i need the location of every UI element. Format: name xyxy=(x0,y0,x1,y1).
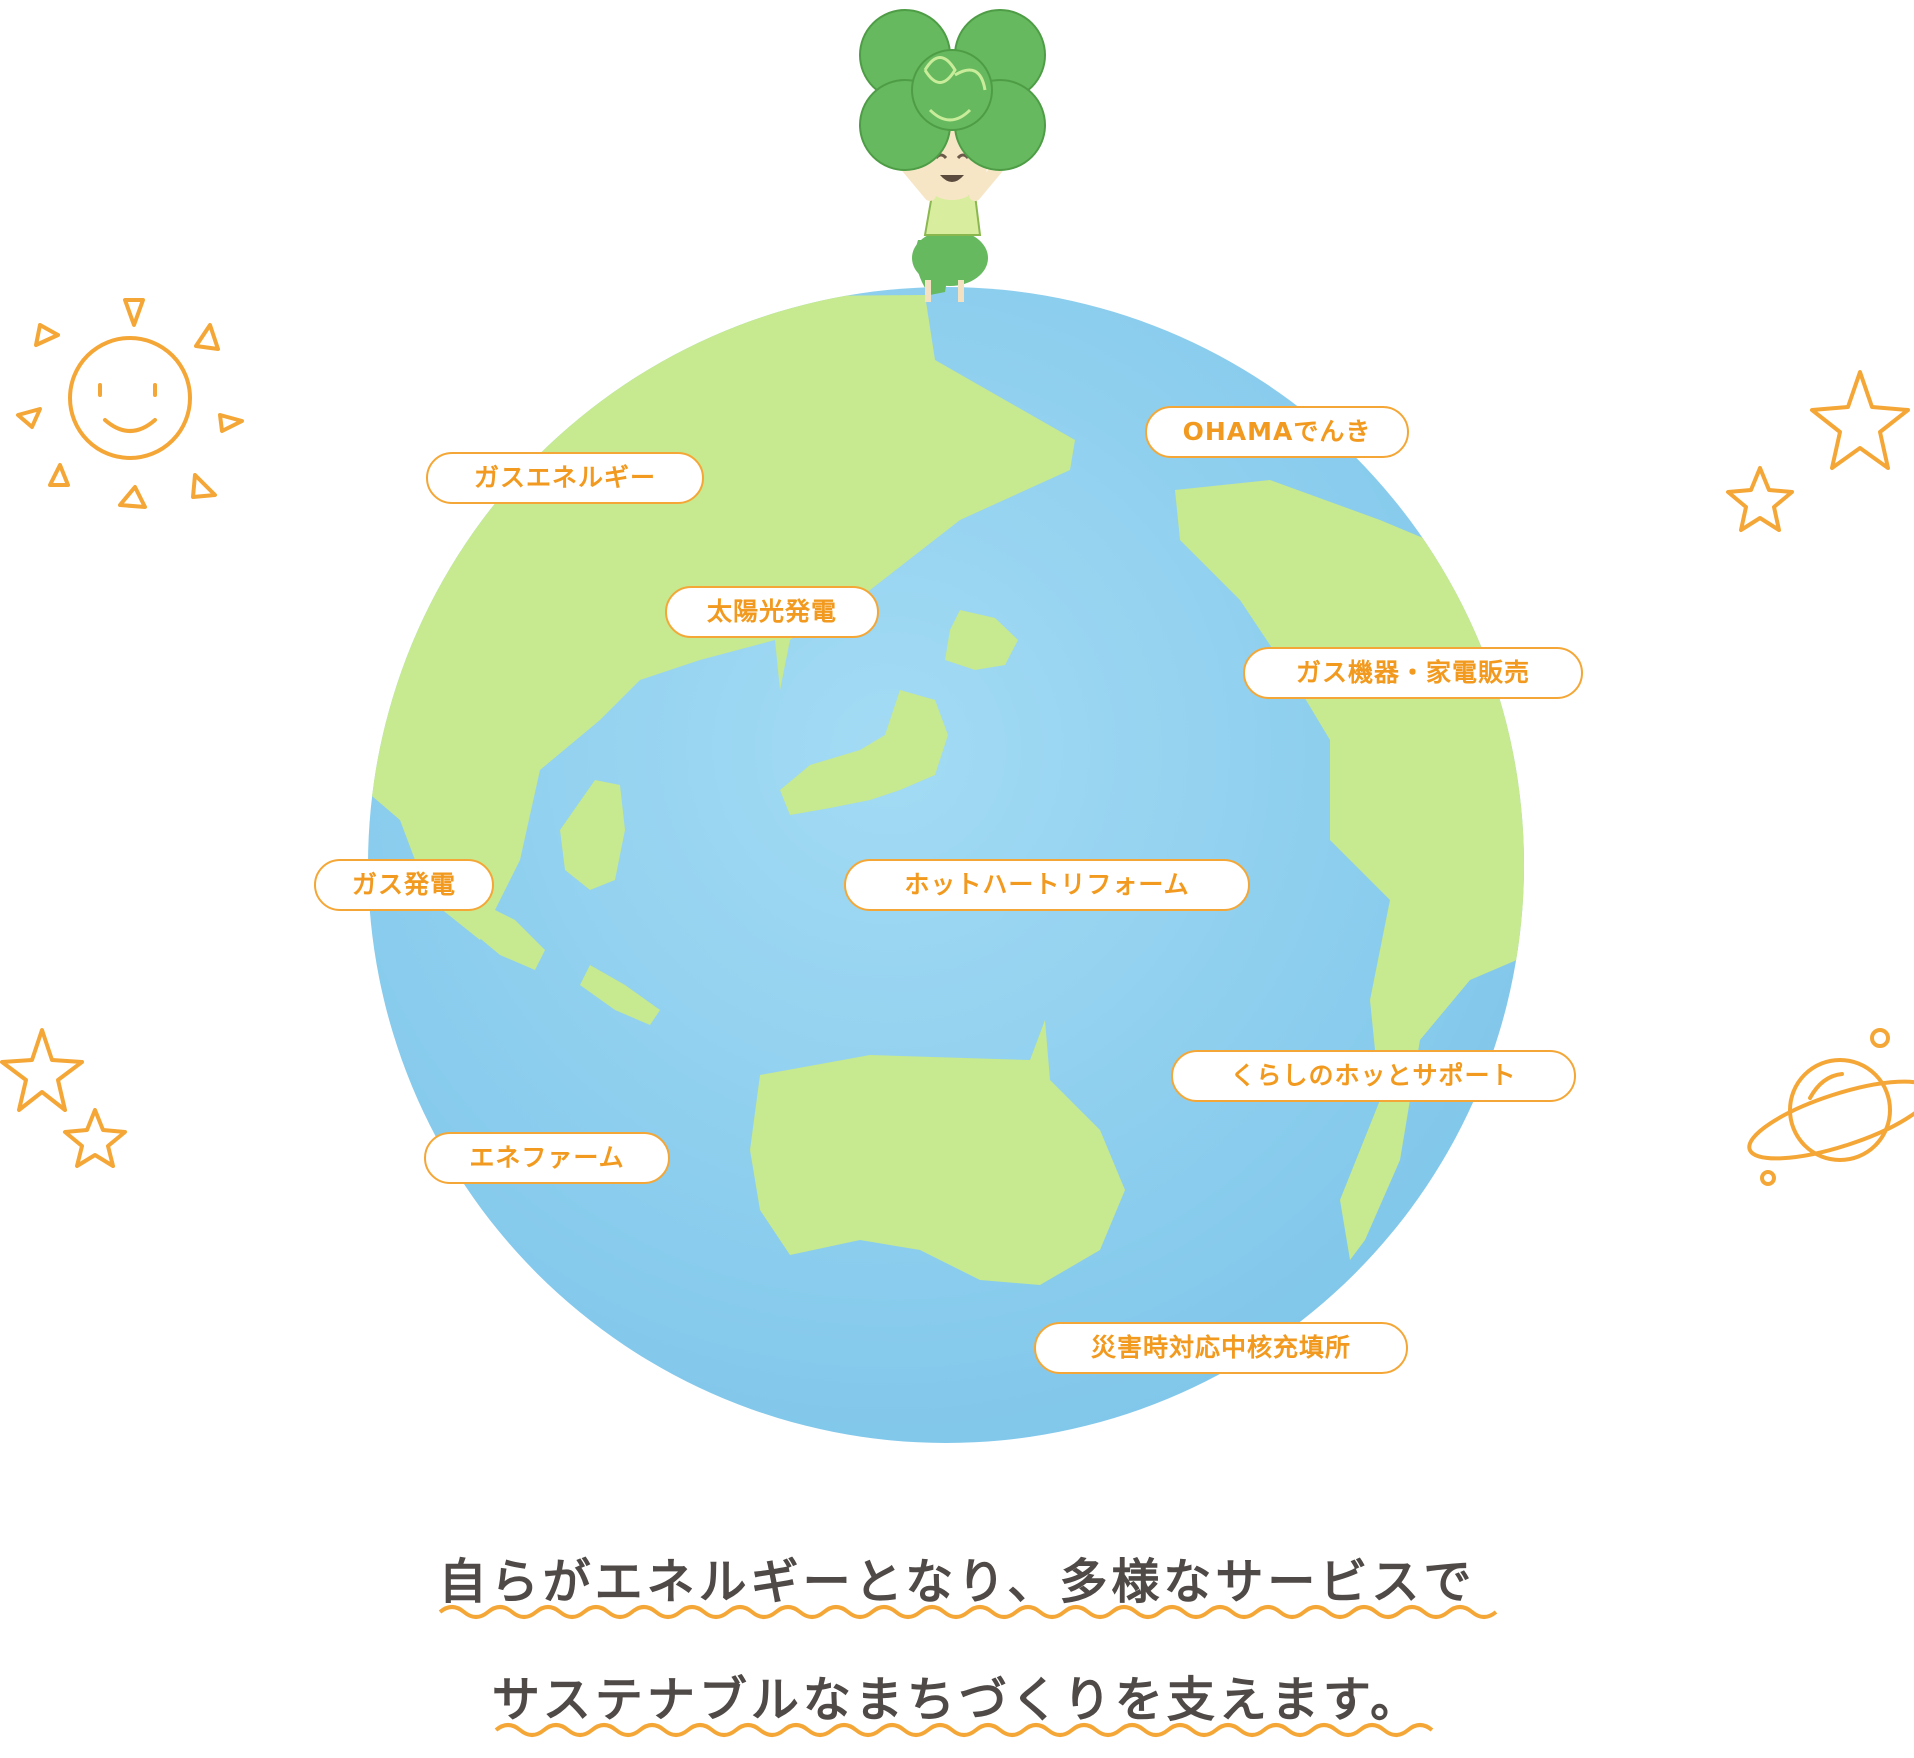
service-ohama-denki[interactable]: OHAMAでんき xyxy=(1145,406,1409,458)
land-island-1 xyxy=(560,780,625,890)
tagline-line-1: 自らがエネルギーとなり、多様なサービスで xyxy=(438,1554,1476,1610)
land-australia xyxy=(750,1020,1125,1285)
star-icon xyxy=(0,1028,127,1168)
service-solar[interactable]: 太陽光発電 xyxy=(665,586,879,638)
land-island-2 xyxy=(470,900,545,970)
service-reform[interactable]: ホットハートリフォーム xyxy=(844,859,1250,911)
tagline-underline xyxy=(438,1605,1498,1737)
service-gas-power[interactable]: ガス発電 xyxy=(314,859,494,911)
service-kurashi-support[interactable]: くらしのホッとサポート xyxy=(1171,1050,1576,1102)
star-icon xyxy=(1726,370,1910,532)
sun-icon xyxy=(16,298,244,509)
clover-character xyxy=(859,9,1046,302)
land-island-3 xyxy=(580,965,660,1025)
service-enefarm[interactable]: エネファーム xyxy=(424,1132,670,1184)
land-hokkaido xyxy=(945,610,1018,670)
land-japan xyxy=(780,690,948,815)
planet-icon xyxy=(1747,1028,1914,1186)
service-gas-energy[interactable]: ガスエネルギー xyxy=(426,452,704,504)
service-appliances[interactable]: ガス機器・家電販売 xyxy=(1243,647,1583,699)
service-disaster-station[interactable]: 災害時対応中核充填所 xyxy=(1034,1322,1408,1374)
tagline-line-2: サステナブルなまちづくりを支えます。 xyxy=(491,1672,1423,1728)
